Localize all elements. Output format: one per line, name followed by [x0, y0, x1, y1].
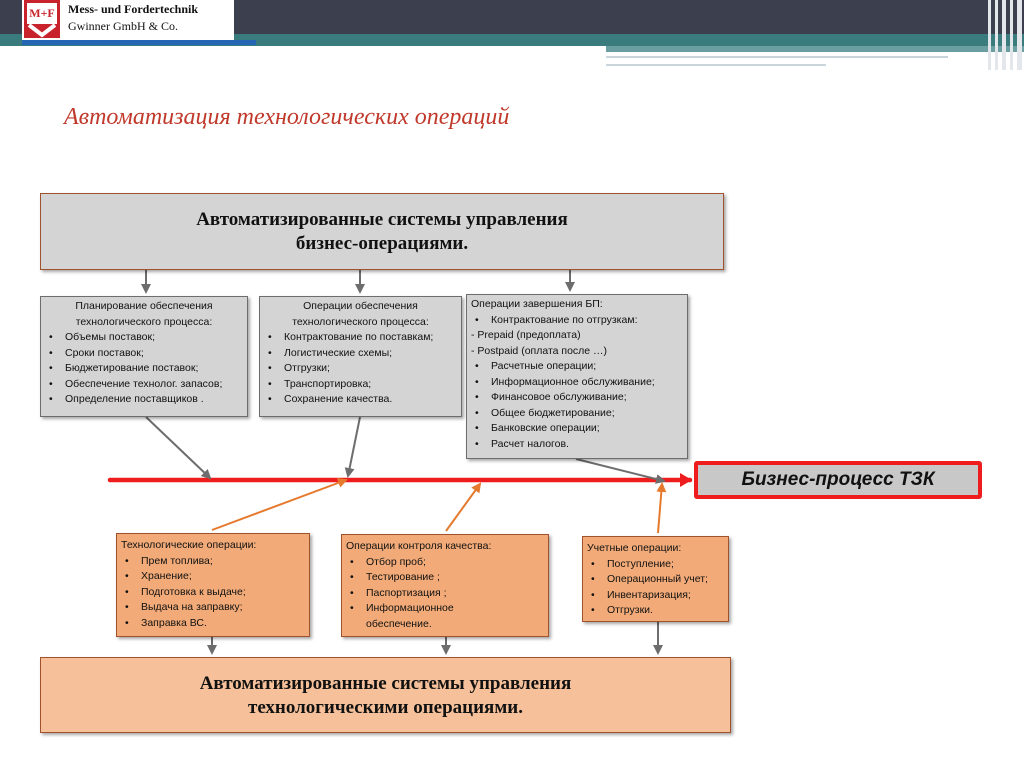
list-item: Прем топлива; — [121, 554, 305, 570]
list-item: Расчетные операции; — [471, 359, 683, 375]
list-item: Контрактование по отгрузкам: — [471, 313, 683, 329]
logo-emblem: M+F — [24, 0, 60, 38]
logo-chevron-icon — [27, 23, 57, 38]
list-item: Отгрузки. — [587, 603, 724, 619]
quality-ops-header: Операции контроля качества: — [346, 540, 492, 552]
list-item: Сроки поставок; — [45, 346, 243, 362]
accounting-ops-header: Учетные операции: — [587, 542, 682, 554]
list-item: Тестирование ; — [346, 570, 544, 586]
planning-header-line1: Планирование обеспечения — [75, 300, 213, 312]
header-decor-line — [606, 64, 826, 66]
logo-mark: M+F — [27, 3, 57, 24]
top-system-line1: Автоматизированные системы управления — [196, 209, 568, 230]
list-item: - Prepaid (предоплата) — [471, 329, 581, 341]
list-item: Логистические схемы; — [264, 346, 457, 362]
business-process-label: Бизнес-процесс ТЗК — [694, 461, 982, 499]
header-accent-bar — [0, 34, 1024, 46]
list-item: Отбор проб; — [346, 555, 544, 571]
tech-ops-box: Технологические операции: Прем топлива; … — [116, 533, 310, 637]
list-item: Подготовка к выдаче; — [121, 585, 305, 601]
arrow-tech-to-process — [211, 478, 348, 531]
list-item-continuation: обеспечение. — [366, 617, 432, 630]
top-system-line2: бизнес-операциями. — [295, 233, 469, 254]
support-ops-header-line1: Операции обеспечения — [303, 300, 418, 312]
list-item: Контрактование по поставкам; — [264, 330, 457, 346]
list-item: Информационное — [346, 601, 544, 617]
list-item: Хранение; — [121, 569, 305, 585]
list-item: Сохранение качества. — [264, 392, 457, 408]
header-decor-line — [606, 56, 948, 58]
support-ops-box: Операции обеспечения технологического пр… — [259, 296, 462, 417]
arrow-planning-to-process — [145, 416, 212, 480]
list-item: Бюджетирование поставок; — [45, 361, 243, 377]
header-vertical-stripes — [986, 0, 1024, 70]
list-item: Поступление; — [587, 557, 724, 573]
arrow-support-to-process — [344, 416, 361, 478]
accounting-ops-box: Учетные операции: Поступление; Операцион… — [582, 536, 729, 622]
list-item: Операционный учет; — [587, 572, 724, 588]
list-item: Отгрузки; — [264, 361, 457, 377]
list-item: Инвентаризация; — [587, 588, 724, 604]
logo-underline — [22, 40, 256, 45]
list-item: Паспортизация ; — [346, 586, 544, 602]
arrow-quality-to-process — [445, 482, 482, 532]
bottom-system-line1: Автоматизированные системы управления — [199, 673, 572, 694]
quality-ops-box: Операции контроля качества: Отбор проб; … — [341, 534, 549, 637]
top-system-box: Автоматизированные системы управления би… — [40, 193, 724, 270]
list-item: Определение поставщиков . — [45, 392, 243, 408]
list-item: Общее бюджетирование; — [471, 406, 683, 422]
list-item: Финансовое обслуживание; — [471, 390, 683, 406]
planning-box: Планирование обеспечения технологическог… — [40, 296, 248, 417]
page-title: Автоматизация технологических операций — [64, 104, 510, 130]
list-item: Транспортировка; — [264, 377, 457, 393]
company-name-line2: Gwinner GmbH & Co. — [68, 19, 178, 33]
completion-ops-box: Операции завершения БП: Контрактование п… — [466, 294, 688, 459]
arrow-accounting-to-process — [656, 482, 667, 534]
bottom-system-box: Автоматизированные системы управления те… — [40, 657, 731, 733]
list-item: Обеспечение технолог. запасов; — [45, 377, 243, 393]
tech-ops-header: Технологические операции: — [121, 539, 257, 551]
planning-header-line2: технологического процесса: — [75, 315, 213, 328]
list-item: Банковские операции; — [471, 421, 683, 437]
bottom-system-line2: технологическими операциями. — [248, 697, 523, 718]
support-ops-header-line2: технологического процесса: — [292, 315, 429, 328]
completion-ops-header: Операции завершения БП: — [471, 298, 603, 310]
list-item: - Postpaid (оплата после …) — [471, 344, 608, 357]
list-item: Выдача на заправку; — [121, 600, 305, 616]
company-name-line1: Mess- und Fordertechnik — [68, 2, 198, 16]
list-item: Информационное обслуживание; — [471, 375, 683, 391]
list-item: Расчет налогов. — [471, 437, 683, 453]
header-accent-bar-secondary — [606, 46, 1024, 52]
list-item: Заправка ВС. — [121, 616, 305, 632]
arrow-completion-to-process — [575, 458, 666, 484]
list-item: Объемы поставок; — [45, 330, 243, 346]
